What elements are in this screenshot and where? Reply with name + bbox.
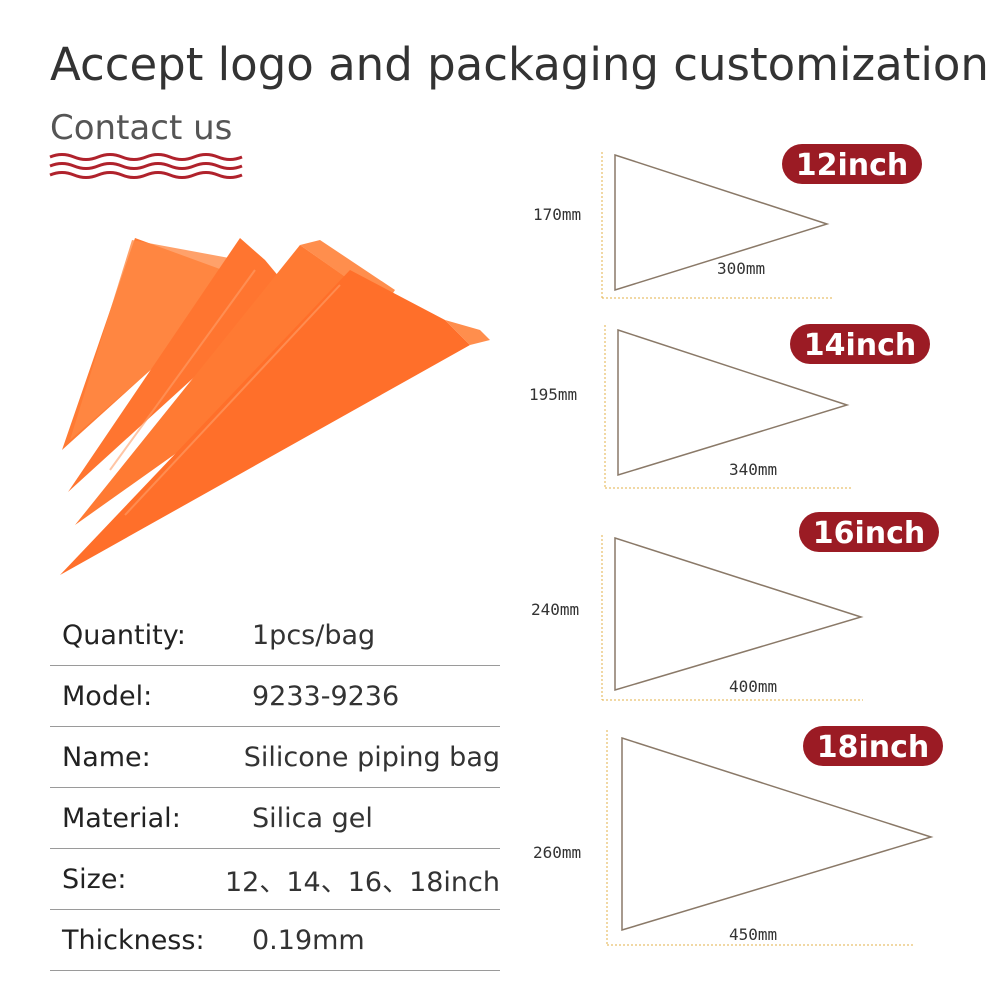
- spec-label: Thickness:: [62, 924, 205, 956]
- size-badge: [790, 324, 930, 364]
- headline: Accept logo and packaging customization: [50, 38, 989, 91]
- size-badge-label: 12inch: [796, 148, 909, 183]
- dim-height: 195mm: [529, 385, 577, 404]
- spec-row: Quantity: 1pcs/bag: [50, 605, 500, 666]
- spec-label: Name:: [62, 741, 151, 773]
- spec-value: Silicone piping bag: [243, 741, 500, 773]
- dim-length: 450mm: [729, 925, 777, 944]
- size-diagram-16inch: 240mm 400mm 16inch: [531, 512, 939, 701]
- size-badge: [803, 726, 943, 766]
- size-diagram-12inch: 170mm 300mm 12inch: [533, 144, 922, 299]
- spec-row: Thickness: 0.19mm: [50, 910, 500, 971]
- spec-label: Quantity:: [62, 619, 186, 651]
- piping-bags-image: [60, 238, 490, 575]
- contact-us-link[interactable]: Contact us: [50, 108, 233, 148]
- size-badge: [799, 512, 939, 552]
- size-diagrams: 170mm 300mm 12inch 195mm 340mm 14inch 24…: [529, 144, 943, 946]
- spec-value: Silica gel: [252, 802, 373, 834]
- size-badge-label: 16inch: [813, 516, 926, 551]
- spec-value: 0.19mm: [252, 924, 365, 956]
- spec-row: Model: 9233-9236: [50, 666, 500, 727]
- spec-row: Material: Silica gel: [50, 788, 500, 849]
- size-diagram-14inch: 195mm 340mm 14inch: [529, 324, 930, 489]
- size-diagram-18inch: 260mm 450mm 18inch: [533, 726, 943, 946]
- spec-value: 12、14、16、18inch: [225, 866, 500, 898]
- spec-value: 1pcs/bag: [252, 619, 376, 651]
- spec-row: Name: Silicone piping bag: [50, 727, 500, 788]
- dim-height: 170mm: [533, 205, 581, 224]
- dim-length: 300mm: [717, 259, 765, 278]
- size-badge-label: 14inch: [804, 328, 917, 363]
- size-badge: [782, 144, 922, 184]
- dim-height: 260mm: [533, 843, 581, 862]
- spec-label: Size:: [62, 863, 127, 895]
- spec-row: Size: 12、14、16、18inch: [50, 849, 500, 910]
- spec-label: Model:: [62, 680, 153, 712]
- spec-value: 9233-9236: [252, 680, 400, 712]
- spec-table: Quantity: 1pcs/bag Model: 9233-9236 Name…: [50, 605, 500, 971]
- dim-length: 400mm: [729, 677, 777, 696]
- size-badge-label: 18inch: [817, 730, 930, 765]
- wave-decoration-icon: [49, 153, 243, 179]
- dim-length: 340mm: [729, 460, 777, 479]
- dim-height: 240mm: [531, 600, 579, 619]
- spec-label: Material:: [62, 802, 181, 834]
